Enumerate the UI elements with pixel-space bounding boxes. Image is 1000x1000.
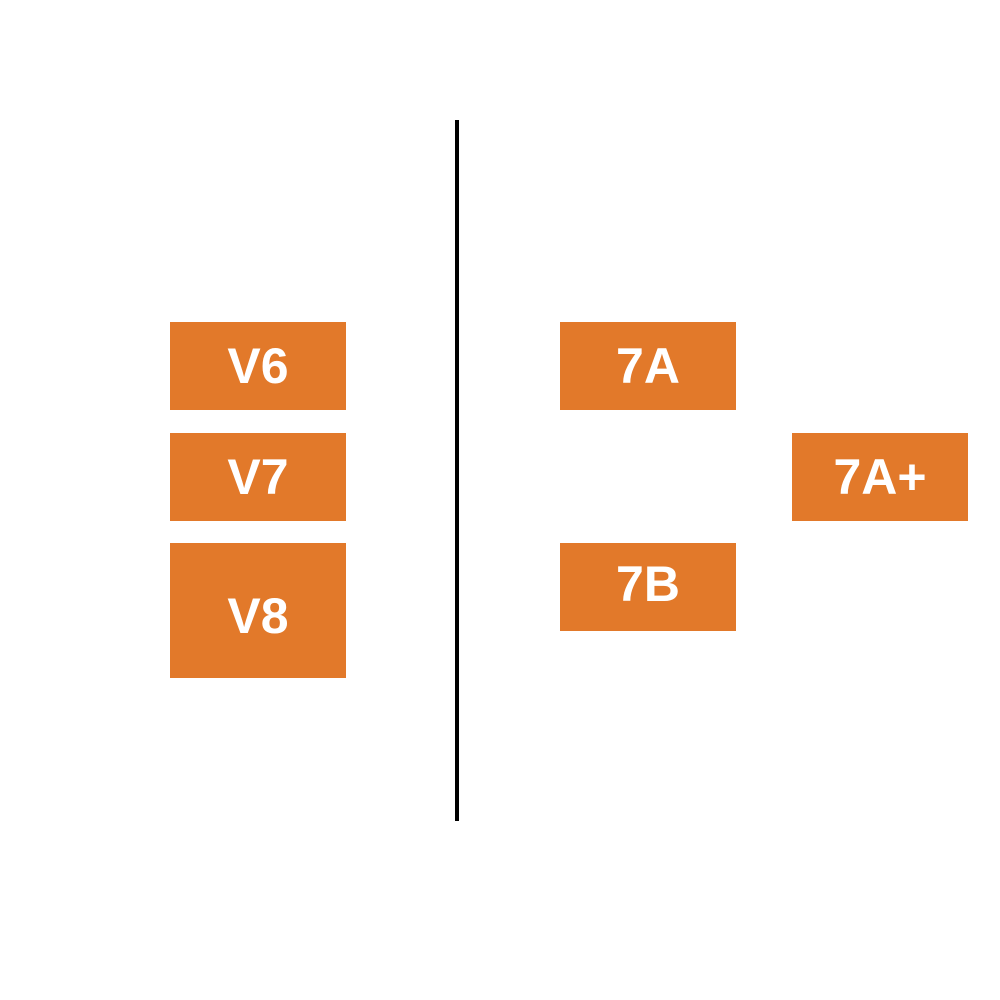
box-label: V8 [227, 587, 289, 644]
box-v8: V8 [170, 543, 346, 678]
box-label: 7A [616, 338, 680, 394]
box-7b: 7B [560, 543, 736, 631]
box-label: 7A+ [833, 449, 927, 505]
box-label: V6 [227, 338, 289, 394]
box-label: 7B [616, 556, 680, 612]
box-v7: V7 [170, 433, 346, 521]
box-7a: 7A [560, 322, 736, 410]
box-7a-plus: 7A+ [792, 433, 968, 521]
vertical-divider [455, 120, 459, 821]
box-label: V7 [227, 449, 289, 505]
box-v6: V6 [170, 322, 346, 410]
